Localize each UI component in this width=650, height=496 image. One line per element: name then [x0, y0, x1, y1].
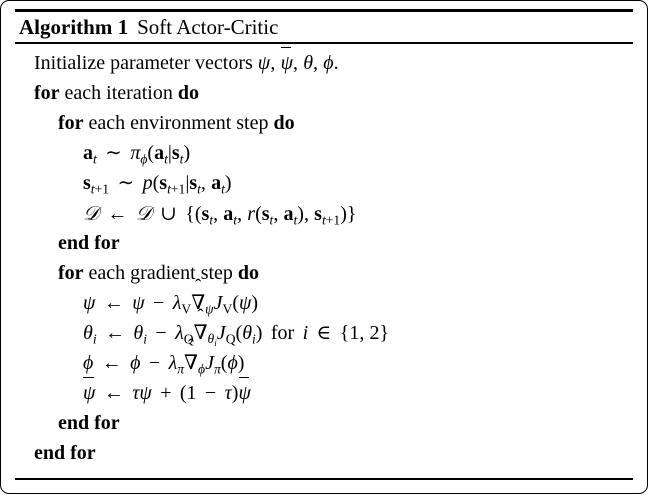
equation-update-phi: ϕ←ϕ−λπ∇ϕJπ(ϕ): [83, 352, 244, 376]
equation-replay-buffer: 𝒟←𝒟∪{(st,at,r(st,at),st+1)}: [83, 201, 357, 228]
line-replay-buffer: 𝒟←𝒟∪{(st,at,r(st,at),st+1)}: [1, 198, 647, 228]
keyword-end-for: end for: [58, 412, 120, 434]
keyword-for: for: [34, 82, 60, 104]
line-for-env-step: for each environment step do: [1, 108, 647, 138]
for-grad-step-text: each gradient step: [83, 262, 238, 284]
equation-update-target: ψ←τψ+(1−τ)ψ: [83, 376, 251, 404]
equation-update-theta: θi←θi−λQ∇θiJQ(θi): [83, 322, 262, 348]
equation-sample-next-state: st+1∼p(st+1|st,at): [83, 172, 232, 197]
line-sample-action: at∼πϕ(at|st): [1, 138, 647, 168]
theta-for-text: for: [270, 322, 295, 344]
algorithm-bottom-rule: [15, 478, 633, 480]
line-update-psi: ψ←ψ−λV∇ψJV(ψ): [1, 288, 647, 318]
line-initialize: Initialize parameter vectors ψ,ψ,θ,ϕ.: [1, 46, 647, 78]
algorithm-top-rule: [15, 9, 633, 12]
line-end-for-iteration: end for: [1, 438, 647, 468]
line-end-for-env: end for: [1, 228, 647, 258]
line-update-target: ψ←τψ+(1−τ)ψ: [1, 376, 647, 408]
keyword-for: for: [58, 112, 84, 134]
algorithm-title-rule: [15, 42, 633, 44]
keyword-end-for: end for: [34, 442, 96, 464]
keyword-for: for: [58, 262, 84, 284]
equation-update-psi: ψ←ψ−λV∇ψJV(ψ): [83, 292, 258, 316]
initialize-text: Initialize parameter vectors: [34, 52, 258, 74]
equation-sample-action: at∼πϕ(at|st): [83, 142, 191, 167]
keyword-end-for: end for: [58, 232, 120, 254]
keyword-do: do: [237, 262, 260, 284]
algorithm-number: 1: [117, 15, 129, 39]
keyword-do: do: [273, 112, 295, 134]
line-for-grad-step: for each gradient step do: [1, 258, 647, 288]
for-env-step-text: each environment step: [83, 112, 274, 134]
line-update-phi: ϕ←ϕ−λπ∇ϕJπ(ϕ): [1, 348, 647, 378]
algorithm-caption: Soft Actor-Critic: [137, 15, 279, 39]
keyword-do: do: [177, 82, 199, 104]
line-sample-next-state: st+1∼p(st+1|st,at): [1, 168, 647, 198]
for-iteration-text: each iteration: [59, 82, 178, 104]
algorithm-label: Algorithm: [19, 15, 113, 39]
algorithm-body: Initialize parameter vectors ψ,ψ,θ,ϕ. fo…: [1, 46, 647, 468]
line-for-iteration: for each iteration do: [1, 78, 647, 108]
line-end-for-grad: end for: [1, 408, 647, 438]
